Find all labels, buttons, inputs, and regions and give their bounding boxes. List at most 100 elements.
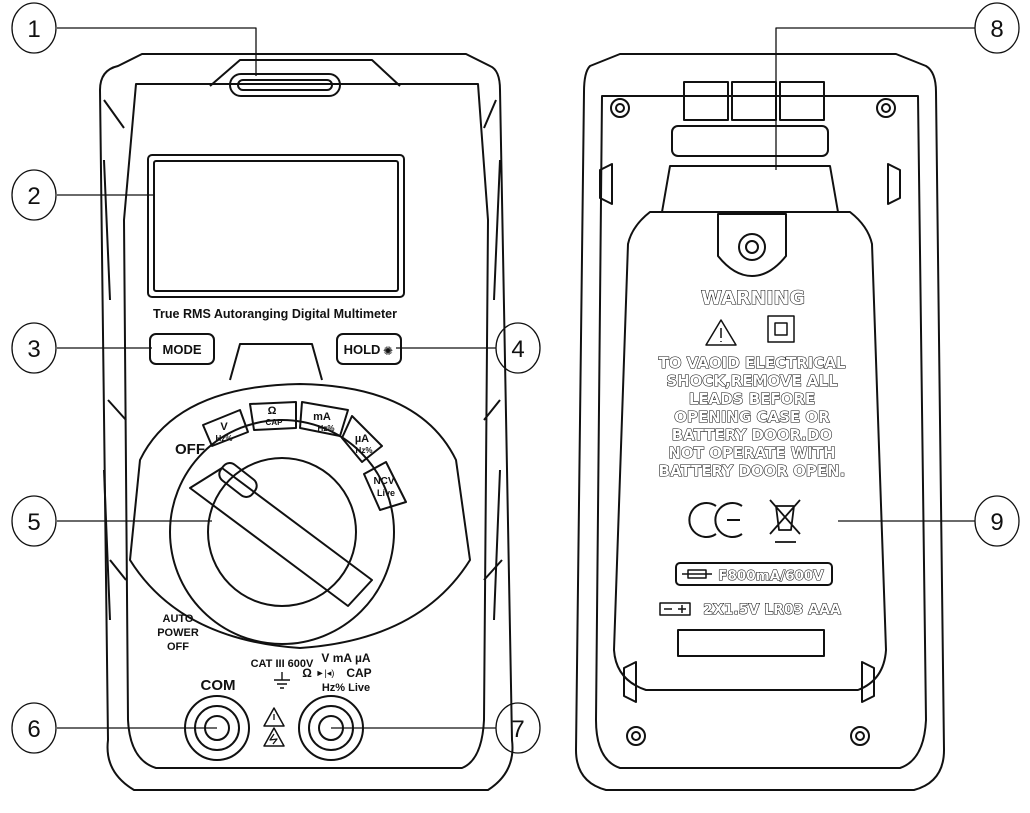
dial-ua-main: µA [355, 433, 369, 445]
ncv-sensor-inner [237, 79, 333, 91]
dial-v-main: V [220, 421, 228, 433]
lcd-outer [147, 154, 405, 298]
warning-line-5: BATTERY DOOR.DO [672, 426, 832, 444]
back-warning-icon [705, 319, 737, 346]
door-label-recess [677, 629, 825, 657]
off-label: OFF [175, 441, 205, 458]
rotary-dial-center [207, 457, 357, 607]
front-lightning-icon [269, 714, 278, 745]
brand-text: True RMS Autoranging Digital Multimeter [153, 307, 397, 321]
callout-2: 2 [27, 183, 40, 210]
front-inner-frame [123, 83, 489, 769]
battery-icon-signs [664, 605, 686, 613]
hold-button-frame [336, 333, 402, 365]
double-insulation-icon [767, 315, 795, 343]
back-outer-shell [575, 53, 945, 791]
screw-bottom-right [850, 726, 870, 746]
front-view [99, 53, 514, 791]
stand-slot [671, 125, 829, 157]
warning-line-2: SHOCK,REMOVE ALL [666, 372, 838, 390]
center-bezel [229, 343, 323, 381]
back-view [575, 53, 945, 791]
callout-circles [11, 2, 1020, 754]
stand-block-1 [683, 81, 729, 121]
dial-ohm-main: Ω [268, 405, 277, 417]
com-label: COM [201, 677, 236, 694]
tilt-stand [661, 165, 839, 213]
weee-bin-icon [769, 499, 801, 543]
dial-tag-ncv [363, 461, 407, 511]
battery-spec: 2X1.5V LR03 AAA [703, 602, 841, 618]
mode-button-frame [149, 333, 215, 365]
battery-door [613, 211, 887, 691]
door-screw [738, 233, 766, 261]
warning-title: WARNING [701, 287, 805, 309]
warning-line-4: OPENING CASE OR [674, 408, 830, 426]
dial-ncv-sub: Live [377, 488, 395, 498]
lcd-display [153, 160, 399, 292]
door-screw-housing [717, 213, 787, 277]
ground-icon [274, 672, 290, 689]
screw-bottom-left-inner [631, 731, 641, 741]
ce-mark-icon [688, 502, 743, 538]
callout-leaders [57, 27, 975, 729]
dial-pointer [218, 462, 258, 498]
fuse-icon [682, 569, 712, 579]
cat-rating: CAT III 600V [251, 658, 314, 670]
jack-label-line-3: Hz% Live [322, 682, 370, 694]
rotary-dial-knob [189, 467, 373, 607]
front-side-ribs [103, 159, 501, 621]
battery-icon [659, 602, 691, 616]
double-insulation-inner [774, 322, 788, 336]
dial-v-sub: Hz% [216, 434, 233, 443]
screw-top-right-inner [881, 103, 891, 113]
dial-tag-ohm [249, 401, 297, 431]
jack-label-line-2: CAP [346, 666, 371, 680]
warning-line-1: TO VAOID ELECTRICAL [658, 354, 845, 372]
power-label: POWER [157, 627, 199, 639]
callout-7: 7 [511, 716, 524, 743]
rotary-dial-outer [169, 419, 395, 645]
warning-line-3: LEADS BEFORE [689, 390, 815, 408]
dial-tag-ma [299, 401, 349, 437]
front-outer-shell [99, 53, 514, 791]
auto-label: AUTO [163, 613, 194, 625]
callout-6: 6 [27, 716, 40, 743]
front-warning-icon [263, 707, 285, 747]
callout-4: 4 [511, 336, 524, 363]
back-inner-frame [595, 95, 927, 769]
dial-ncv-main: NCV [373, 476, 394, 487]
mode-button[interactable]: MODE [163, 342, 202, 357]
hold-button[interactable]: HOLD [344, 342, 381, 357]
dial-ua-sub: Hz% [356, 446, 373, 455]
stand-block-2 [731, 81, 777, 121]
screw-bottom-left [626, 726, 646, 746]
jack-label-line-1: V mA µA [321, 651, 370, 665]
callout-8: 8 [990, 16, 1003, 43]
screw-top-left-inner [615, 103, 625, 113]
fuse-rating: F800mA/600V [718, 568, 824, 584]
callout-1: 1 [27, 16, 40, 43]
dial-ma-sub: Hz% [318, 424, 335, 433]
top-bevel [209, 59, 401, 87]
door-screw-inner [745, 240, 759, 254]
front-side-grips [103, 99, 503, 581]
screw-top-right [876, 98, 896, 118]
dial-housing [129, 383, 471, 649]
dial-tag-v [202, 409, 249, 447]
dial-ohm-sub: CAP [266, 418, 284, 427]
warning-line-6: NOT OPERATE WITH [668, 444, 835, 462]
callout-9: 9 [990, 509, 1003, 536]
dial-tag-ua [341, 415, 383, 463]
callout-5: 5 [27, 509, 40, 536]
screw-top-left [610, 98, 630, 118]
warning-line-7: BATTERY DOOR OPEN. [659, 462, 846, 480]
callout-3: 3 [27, 336, 40, 363]
side-clips-bottom [623, 661, 875, 703]
fuse-label-box [675, 562, 833, 586]
dial-ma-main: mA [313, 411, 331, 423]
jack-diode-icon: ►|◂) [316, 668, 335, 678]
screw-bottom-right-inner [855, 731, 865, 741]
